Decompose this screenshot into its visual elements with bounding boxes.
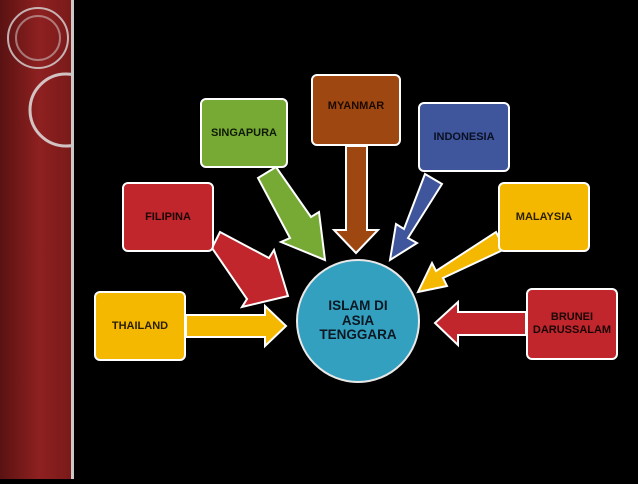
node-myanmar: MYANMAR (311, 74, 401, 146)
arrow-brunei (433, 299, 527, 348)
side-divider (71, 0, 74, 479)
node-thailand: THAILAND (94, 291, 186, 361)
arrow-indonesia (388, 172, 444, 263)
arrow-thailand (185, 303, 288, 349)
arrow-singapura (256, 165, 327, 262)
hub-label: ISLAM DI ASIA TENGGARA (319, 297, 397, 343)
node-indonesia: INDONESIA (418, 102, 510, 172)
node-brunei: BRUNEI DARUSSALAM (526, 288, 618, 360)
hub-circle: ISLAM DI ASIA TENGGARA (296, 259, 420, 383)
side-panel (0, 0, 104, 479)
arrow-myanmar (331, 145, 381, 255)
arrow-malaysia (416, 230, 507, 294)
node-malaysia: MALAYSIA (498, 182, 590, 252)
node-filipina: FILIPINA (122, 182, 214, 252)
node-singapura: SINGAPURA (200, 98, 288, 168)
arrow-filipina (210, 230, 290, 309)
